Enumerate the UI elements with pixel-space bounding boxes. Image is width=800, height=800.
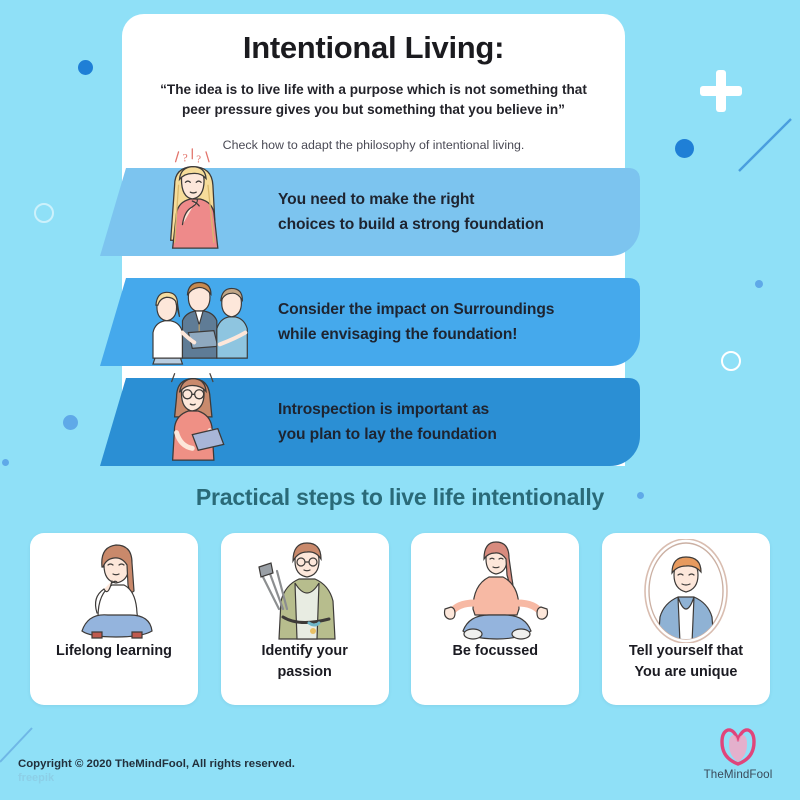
card-lifelong-learning[interactable]: Lifelong learning (30, 533, 198, 705)
card-identify-passion-line-2: passion (277, 663, 332, 680)
decor-diagonal-line-bottom-left (0, 727, 33, 763)
header: Intentional Living: “The idea is to live… (122, 18, 625, 155)
watermark-text: freepik (18, 772, 55, 784)
woman-meditating-lotus-pose-icon (444, 541, 549, 640)
card-identify-passion[interactable]: Identify your passion (220, 533, 389, 705)
banner-2: Consider the impact on Surroundings whil… (100, 278, 640, 366)
decor-dot-right-lower (637, 492, 644, 499)
decor-diagonal-line-right (738, 118, 792, 172)
banner-3-line-2: you plan to lay the foundation (278, 425, 497, 443)
decor-ring-left (34, 203, 54, 223)
card-identify-passion-label: Identify your passion (227, 641, 383, 683)
tulip-logo-icon (720, 728, 756, 766)
steps-card-list: Lifelong learning (30, 533, 770, 705)
banner-3-line-1: Introspection is important as (278, 400, 490, 418)
card-identify-passion-line-1: Identify your (261, 643, 348, 659)
banner-2-text: Consider the impact on Surroundings whil… (278, 278, 554, 366)
brand-logo[interactable]: TheMindFool (690, 726, 786, 781)
banner-3: Introspection is important as you plan t… (100, 373, 640, 466)
card-you-are-unique-line-1: Tell yourself that (628, 643, 743, 659)
decor-dot-left-mid (63, 415, 78, 430)
page-title: Intentional Living: (242, 30, 505, 65)
card-lifelong-learning-line-1: Lifelong learning (56, 643, 172, 659)
banner-1-shape (100, 168, 640, 256)
banner-2-line-1: Consider the impact on Surroundings (278, 300, 555, 318)
card-be-focussed-line-1: Be focussed (452, 643, 539, 659)
decor-plus-icon (700, 70, 742, 112)
card-be-focussed[interactable]: Be focussed (411, 533, 580, 705)
banner-2-line-2: while envisaging the foundation! (278, 325, 518, 343)
card-you-are-unique-label: Tell yourself that You are unique (608, 641, 764, 683)
subtitle-text: Check how to adapt the philosophy of int… (222, 138, 525, 153)
section-heading: Practical steps to live life intentional… (195, 484, 605, 510)
decor-dot-top-left (78, 60, 93, 75)
decor-dot-right-small (755, 280, 763, 288)
card-you-are-unique[interactable]: Tell yourself that You are unique (601, 533, 770, 705)
banner-1-line-1: You need to make the right (278, 190, 475, 208)
card-be-focussed-label: Be focussed (417, 641, 573, 662)
quote-text: “The idea is to live life with a purpose… (160, 82, 587, 117)
woman-sitting-cross-legged-thinking-icon (81, 544, 153, 639)
decor-ring-right (721, 351, 741, 371)
banner-1: ? ? You (100, 148, 640, 256)
banner-3-shape (100, 378, 640, 466)
decor-dot-right-upper (675, 139, 694, 158)
man-portrait-in-oval-frame-icon (644, 539, 728, 643)
copyright-text: Copyright © 2020 TheMindFool, All rights… (18, 758, 295, 770)
banner-3-text: Introspection is important as you plan t… (278, 378, 497, 466)
decor-dot-left-small (2, 459, 9, 466)
brand-name: TheMindFool (703, 768, 773, 781)
banner-1-line-2: choices to build a strong foundation (278, 215, 544, 233)
banner-1-text: You need to make the right choices to bu… (278, 168, 544, 256)
woman-artist-with-brushes-icon (257, 542, 336, 640)
card-lifelong-learning-label: Lifelong learning (36, 641, 192, 662)
card-you-are-unique-line-2: You are unique (634, 663, 738, 680)
